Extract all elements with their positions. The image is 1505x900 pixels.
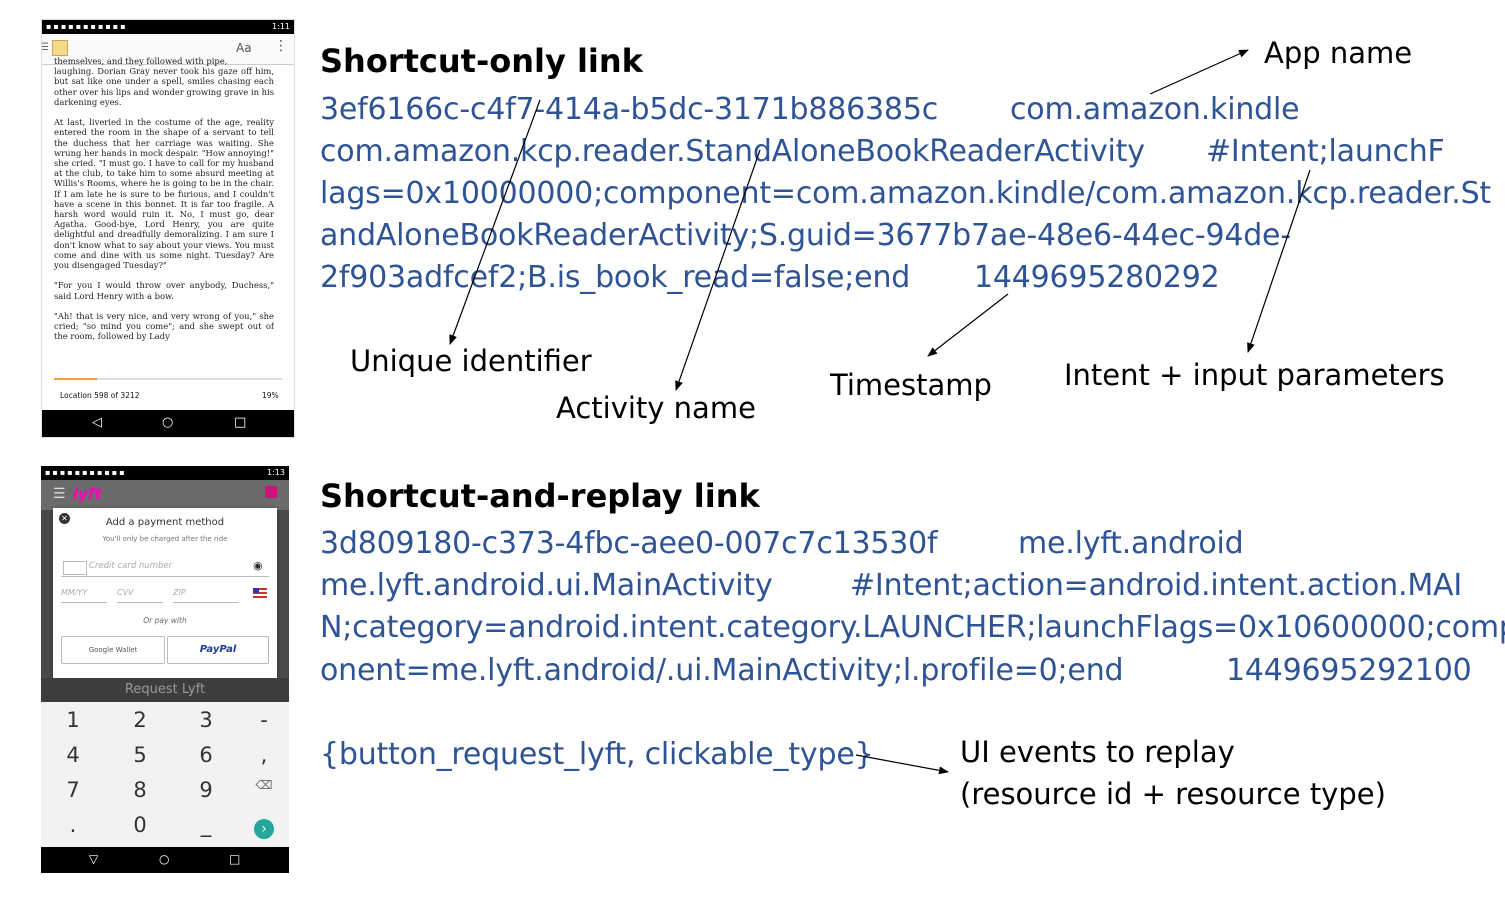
key[interactable]: 9 [199, 778, 213, 802]
status-time: 1:11 [272, 22, 290, 31]
replay-intent-line2: N;category=android.intent.category.LAUNC… [320, 610, 1505, 645]
back-icon[interactable]: ◁ [92, 415, 102, 430]
arrow-intent-params [1247, 169, 1311, 353]
key[interactable]: 5 [133, 743, 147, 767]
notification-icons: ▪▪▪▪▪▪▪▪▪▪▪ [46, 22, 128, 31]
arrow-app-name [1149, 49, 1249, 95]
card-placeholder: Credit card number [89, 561, 173, 571]
replay-unique-id-text: 3d809180-c373-4fbc-aee0-007c7c13530f [320, 526, 938, 561]
key[interactable]: 8 [133, 778, 147, 802]
book-cover-icon[interactable] [52, 40, 68, 56]
ui-events-text: {button_request_lyft, clickable_type} [320, 737, 874, 772]
overflow-menu-icon[interactable]: ⋮ [274, 38, 288, 54]
percent-label: 19% [262, 391, 279, 400]
key[interactable]: , [260, 743, 268, 767]
close-icon[interactable]: ✕ [59, 513, 70, 524]
paypal-button[interactable]: PayPal [167, 636, 269, 664]
dialog-title: Add a payment method [105, 517, 225, 528]
numeric-keypad: 1 2 3 - 4 5 6, 7 8 9 ⌫. 0 _ › [41, 702, 289, 848]
google-wallet-button[interactable]: Google Wallet [61, 636, 165, 664]
intent-text-line2: lags=0x10000000;component=com.amazon.kin… [320, 176, 1491, 211]
replay-intent-line1: #Intent;action=android.intent.action.MAI [850, 568, 1462, 603]
reading-progress-fill [54, 378, 98, 380]
key[interactable]: 6 [199, 743, 213, 767]
request-lyft-button[interactable]: Request Lyft [41, 678, 289, 702]
notification-icons: ▪▪▪▪▪▪▪▪▪▪▪ [45, 468, 127, 477]
key[interactable]: 7 [66, 778, 80, 802]
credit-card-icon [63, 561, 87, 575]
book-text: themselves, and they followed with pipe,… [54, 56, 274, 342]
shortcut-replay-heading: Shortcut-and-replay link [320, 477, 760, 515]
kindle-screenshot: ▪▪▪▪▪▪▪▪▪▪▪ 1:11 ☰ Aa ⋮ themselves, and … [41, 19, 295, 438]
key[interactable]: 1 [66, 708, 80, 732]
shortcut-only-heading: Shortcut-only link [320, 42, 643, 80]
arrow-unique-identifier [449, 99, 541, 345]
recents-icon[interactable]: □ [234, 415, 247, 430]
android-nav-bar: ◁ ○ □ [42, 410, 294, 437]
next-key[interactable]: › [254, 819, 274, 839]
ui-events-label: UI events to replay [960, 735, 1235, 769]
replay-timestamp-text: 1449695292100 [1226, 653, 1472, 688]
unique-id-text: 3ef6166c-c4f7-414a-b5dc-3171b886385c [320, 92, 938, 127]
key[interactable]: . [69, 813, 77, 837]
replay-activity-text: me.lyft.android.ui.MainActivity [320, 568, 773, 603]
timestamp-text: 1449695280292 [974, 260, 1220, 295]
hamburger-icon[interactable]: ☰ [53, 486, 66, 502]
key[interactable]: 3 [199, 708, 213, 732]
location-label: Location 598 of 3212 [60, 391, 140, 400]
key[interactable]: 2 [133, 708, 147, 732]
intent-params-label: Intent + input parameters [1064, 358, 1445, 392]
kindle-toolbar: ☰ Aa ⋮ [42, 34, 294, 65]
key[interactable]: - [260, 708, 268, 732]
timestamp-label: Timestamp [830, 368, 992, 402]
key[interactable]: 4 [66, 743, 80, 767]
payment-dialog: ✕ Add a payment method You'll only be ch… [53, 508, 277, 678]
android-nav-bar: ▽ ○ □ [41, 847, 289, 873]
gift-icon[interactable] [265, 486, 277, 498]
lyft-logo: lyft [73, 485, 102, 503]
back-icon[interactable]: ▽ [89, 852, 99, 866]
unique-identifier-label: Unique identifier [350, 344, 592, 378]
arrow-activity-name [675, 149, 761, 391]
recents-icon[interactable]: □ [229, 852, 241, 866]
dialog-subtitle: You'll only be charged after the ride [102, 535, 228, 543]
intent-text-line4: 2f903adfcef2;B.is_book_read=false;end [320, 260, 911, 295]
intent-text-line1: #Intent;launchF [1206, 134, 1445, 169]
camera-icon[interactable]: ◉ [253, 559, 263, 572]
arrow-ui-events [855, 754, 949, 775]
app-name-text: com.amazon.kindle [1010, 92, 1300, 127]
expiry-field[interactable]: MM/YY [61, 588, 107, 603]
font-settings-button[interactable]: Aa [236, 41, 252, 55]
intent-text-line3: andAloneBookReaderActivity;S.guid=3677b7… [320, 218, 1291, 253]
status-bar: ▪▪▪▪▪▪▪▪▪▪▪ 1:11 [42, 20, 294, 34]
lyft-app-bar: ☰ lyft [41, 480, 289, 510]
replay-app-name-text: me.lyft.android [1018, 526, 1244, 561]
app-name-label: App name [1264, 36, 1413, 70]
activity-name-label: Activity name [556, 391, 756, 425]
key[interactable]: _ [200, 813, 212, 837]
credit-card-field[interactable]: Credit card number ◉ [61, 556, 269, 577]
key[interactable]: 0 [133, 813, 147, 837]
lyft-screenshot: ▪▪▪▪▪▪▪▪▪▪▪ 1:13 ☰ lyft ✕ Add a payment … [41, 466, 289, 873]
status-time: 1:13 [267, 468, 285, 477]
home-icon[interactable]: ○ [162, 415, 174, 430]
replay-intent-line3: onent=me.lyft.android/.ui.MainActivity;l… [320, 653, 1124, 688]
arrow-timestamp [927, 293, 1009, 357]
backspace-key[interactable]: ⌫ [255, 778, 273, 792]
menu-icon[interactable]: ☰ [42, 42, 49, 53]
status-bar: ▪▪▪▪▪▪▪▪▪▪▪ 1:13 [41, 466, 289, 480]
reading-progress-bar[interactable] [54, 378, 282, 380]
activity-name-text: com.amazon.kcp.reader.StandAloneBookRead… [320, 134, 1145, 169]
zip-field[interactable]: ZIP [173, 588, 239, 603]
us-flag-icon[interactable] [253, 588, 267, 598]
or-pay-with-label: Or pay with [143, 616, 187, 625]
cvv-field[interactable]: CVV [117, 588, 163, 603]
home-icon[interactable]: ○ [159, 852, 170, 866]
resource-label: (resource id + resource type) [960, 777, 1386, 811]
